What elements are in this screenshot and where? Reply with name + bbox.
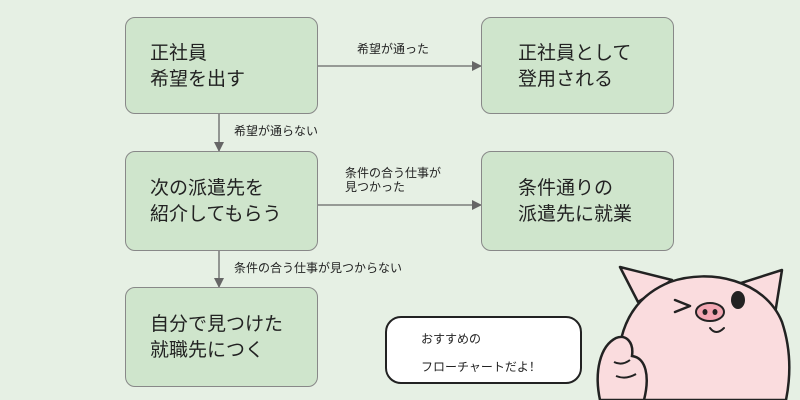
- edge-label-rejected: 希望が通らない: [234, 124, 319, 138]
- edge-label-approved: 希望が通った: [357, 42, 430, 56]
- node-self-search: 自分で見つけた 就職先につく: [125, 287, 318, 387]
- node-next-dispatch: 次の派遣先を 紹介してもらう: [125, 151, 318, 251]
- pig-mascot-icon: [596, 265, 791, 400]
- speech-bubble: おすすめの フローチャートだよ！: [385, 316, 582, 384]
- speech-line-2: フローチャートだよ！: [421, 360, 541, 374]
- node-matching-job: 条件通りの 派遣先に就業: [481, 151, 674, 251]
- edge-label-job-not-found: 条件の合う仕事が見つからない: [234, 261, 403, 275]
- speech-line-1: おすすめの: [421, 332, 482, 346]
- node-hired-fulltime: 正社員として 登用される: [481, 17, 674, 114]
- edge-label-job-found: 条件の合う仕事が 見つかった: [345, 166, 442, 194]
- node-apply-fulltime: 正社員 希望を出す: [125, 17, 318, 114]
